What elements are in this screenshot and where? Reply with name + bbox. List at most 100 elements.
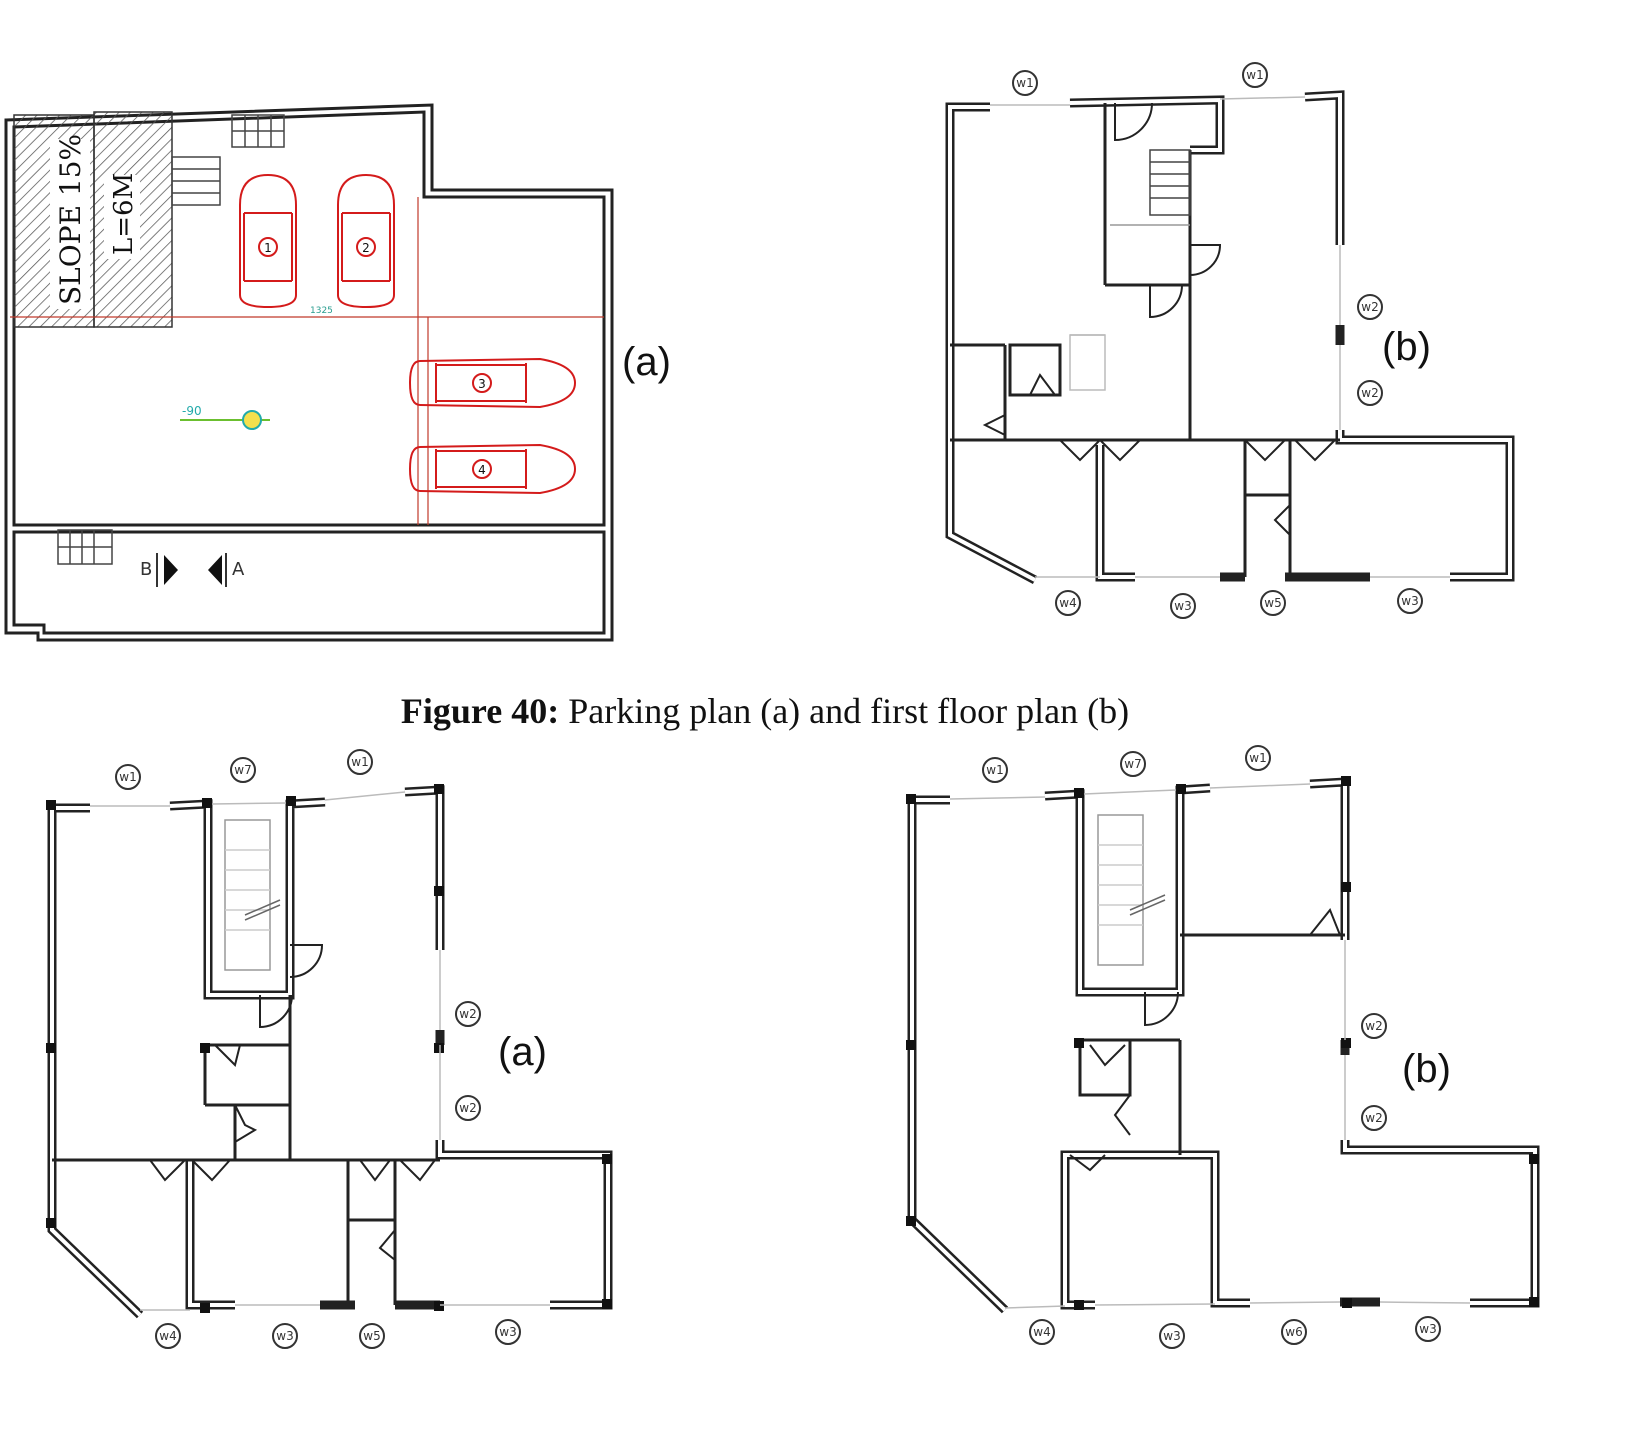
svg-text:w2: w2 <box>1365 1019 1382 1033</box>
bottom-left-walls <box>47 785 613 1319</box>
svg-text:w2: w2 <box>1365 1111 1382 1125</box>
bottom-left-columns <box>46 784 612 1313</box>
parking-lower-strip <box>12 530 606 635</box>
window-tag: w3 <box>272 1323 298 1349</box>
parking-plan-label: (a) <box>622 340 671 384</box>
svg-text:w1: w1 <box>986 763 1003 777</box>
window-tag: w1 <box>1242 62 1268 88</box>
car-number-2: 2 <box>362 241 370 255</box>
window-tag: w5 <box>1260 590 1286 616</box>
window-tag: w3 <box>1397 588 1423 614</box>
svg-text:w6: w6 <box>1285 1325 1302 1339</box>
figure-caption: Figure 40: Parking plan (a) and first fl… <box>0 690 1530 732</box>
parking-plan: SLOPE 15% L=6M 1325 <box>0 95 720 655</box>
svg-text:w1: w1 <box>1016 76 1033 90</box>
window-tag: w2 <box>455 1095 481 1121</box>
svg-text:w3: w3 <box>1419 1322 1436 1336</box>
parking-outer-wall <box>4 103 614 642</box>
bottom-left-doors <box>149 944 436 1261</box>
svg-text:w5: w5 <box>363 1329 380 1343</box>
window-tag: w1 <box>1012 70 1038 96</box>
bottom-left-windows <box>90 791 550 1311</box>
first-floor-doors <box>982 102 1336 536</box>
window-tag: w2 <box>1357 380 1383 406</box>
floor-plan-bottom-left-drawing: w1 w7 w1 w2 w2 w4 w3 w5 w3 (a) <box>46 749 613 1349</box>
window-tag: w1 <box>347 749 373 775</box>
window-tag: w5 <box>359 1323 385 1349</box>
bottom-right-plan-label: (b) <box>1402 1047 1451 1091</box>
level-marker-icon <box>242 410 262 430</box>
section-mark-a: A <box>232 559 245 580</box>
window-tag: w4 <box>155 1323 181 1349</box>
window-tag: w4 <box>1055 590 1081 616</box>
window-tag: w6 <box>1281 1319 1307 1345</box>
section-arrow-b-icon <box>164 555 178 585</box>
svg-text:w3: w3 <box>1174 599 1191 613</box>
parking-plan-drawing: SLOPE 15% L=6M 1325 <box>4 103 671 642</box>
parking-stair-bottom <box>57 529 113 565</box>
window-tag: w7 <box>230 757 256 783</box>
svg-text:w3: w3 <box>499 1325 516 1339</box>
window-tag: w7 <box>1120 751 1146 777</box>
bottom-right-stair <box>1097 814 1166 966</box>
bottom-left-plan-label: (a) <box>498 1030 547 1074</box>
svg-text:w3: w3 <box>1401 594 1418 608</box>
first-floor-stair <box>1069 149 1191 391</box>
window-tag: w1 <box>115 764 141 790</box>
svg-text:w4: w4 <box>1033 1325 1050 1339</box>
window-tag: w2 <box>1357 294 1383 320</box>
first-floor-plan-drawing: w1 w1 w2 w2 w4 w3 w5 w3 (b) <box>945 62 1515 619</box>
floor-plan-bottom-right-drawing: w1 w7 w1 w2 w2 w4 w3 w6 w3 (b) <box>906 745 1540 1349</box>
svg-text:w1: w1 <box>1249 751 1266 765</box>
car-number-3: 3 <box>478 377 486 391</box>
svg-text:w5: w5 <box>1264 596 1281 610</box>
bottom-right-columns <box>906 776 1539 1310</box>
parking-stair-top <box>171 114 285 206</box>
bottom-right-doors <box>1069 908 1341 1172</box>
first-floor-interior <box>950 103 1340 577</box>
car-4 <box>408 443 577 495</box>
window-tag: w4 <box>1029 1319 1055 1345</box>
ramp-length-label: L=6M <box>104 173 140 259</box>
svg-text:w4: w4 <box>159 1329 176 1343</box>
floor-plan-bottom-left: w1 w7 w1 w2 w2 w4 w3 w5 w3 (a) <box>30 749 670 1410</box>
caption-text: Parking plan (a) and first floor plan (b… <box>568 691 1130 731</box>
svg-text:w2: w2 <box>459 1101 476 1115</box>
svg-text:w3: w3 <box>1163 1329 1180 1343</box>
svg-text:w4: w4 <box>1059 596 1076 610</box>
car-1 <box>239 173 297 309</box>
svg-text:w3: w3 <box>276 1329 293 1343</box>
first-floor-plan-label: (b) <box>1382 325 1431 369</box>
dimension-text: 1325 <box>310 306 333 316</box>
svg-text:SLOPE 15%: SLOPE 15% <box>54 134 87 305</box>
svg-text:w1: w1 <box>1246 68 1263 82</box>
caption-prefix: Figure 40: <box>400 691 560 731</box>
bottom-right-windows <box>949 783 1471 1309</box>
window-tag: w1 <box>1245 745 1271 771</box>
svg-text:w7: w7 <box>1124 757 1141 771</box>
svg-text:w7: w7 <box>234 763 251 777</box>
window-tag: w3 <box>1170 593 1196 619</box>
svg-text:w2: w2 <box>1361 386 1378 400</box>
car-number-1: 1 <box>264 241 272 255</box>
window-tag: w3 <box>1159 1323 1185 1349</box>
svg-text:w2: w2 <box>459 1007 476 1021</box>
bottom-right-interior <box>1075 933 1345 1155</box>
svg-text:w2: w2 <box>1361 300 1378 314</box>
window-tag: w3 <box>1415 1316 1441 1342</box>
first-floor-walls <box>945 90 1515 584</box>
section-mark-b: B <box>140 559 152 580</box>
bottom-right-walls <box>907 777 1540 1314</box>
svg-text:w1: w1 <box>351 755 368 769</box>
window-tag: w2 <box>455 1001 481 1027</box>
bottom-left-interior <box>52 995 440 1305</box>
car-number-4: 4 <box>478 463 486 477</box>
car-3 <box>408 357 577 409</box>
window-tag: w2 <box>1361 1013 1387 1039</box>
ramp-slope-label: SLOPE 15% <box>50 134 90 309</box>
car-2 <box>337 173 395 309</box>
window-tag: w3 <box>495 1319 521 1345</box>
window-tag: w1 <box>982 757 1008 783</box>
section-arrow-a-icon <box>208 555 222 585</box>
first-floor-plan: w1 w1 w2 w2 w4 w3 w5 w3 (b) <box>930 55 1630 635</box>
